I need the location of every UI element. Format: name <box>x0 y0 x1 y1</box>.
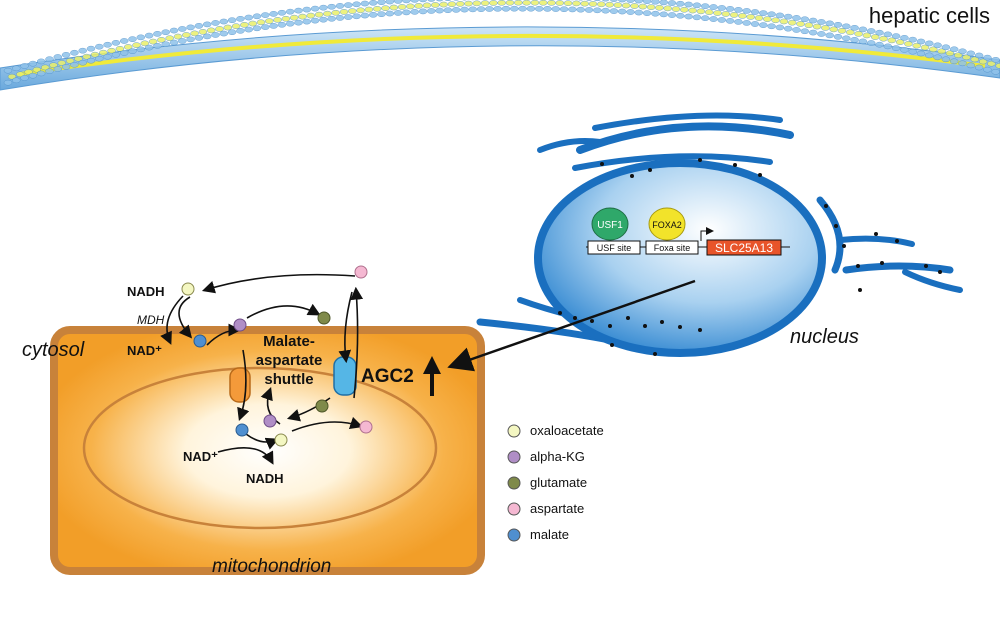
mitochondrion <box>50 326 485 575</box>
nad-top-label: NAD⁺ <box>127 343 162 358</box>
metabolite-glutamate-mito <box>315 399 329 413</box>
legend: oxaloacetate alpha-KG glutamate aspartate ma… <box>507 423 604 542</box>
metabolite-alpha-kg-top <box>233 318 247 332</box>
metabolite-aspartate-mito <box>359 420 373 434</box>
hepatic-cells-band <box>0 26 1000 91</box>
nadh-top-label: NADH <box>127 284 165 299</box>
metabolite-malate-top <box>193 334 207 348</box>
legend-swatch-malate <box>507 528 521 542</box>
metabolite-alpha-kg-mito <box>263 414 277 428</box>
mitochondrion-label: mitochondrion <box>212 556 331 577</box>
usf1-factor <box>591 207 629 241</box>
transporter-orange <box>229 367 251 403</box>
regulation-arrow <box>447 279 696 372</box>
mdh-label: MDH <box>137 313 165 327</box>
legend-swatch-oxaloacetate <box>507 424 521 438</box>
usf1-label: USF1 <box>597 220 623 231</box>
nad-bottom-label: NAD⁺ <box>183 449 218 464</box>
usf-site-label: USF site <box>597 243 632 253</box>
shuttle-label-3: shuttle <box>264 371 313 388</box>
foxa2-factor <box>648 207 686 241</box>
foxa-site-label: Foxa site <box>654 243 691 253</box>
agc2-transporter <box>333 356 357 396</box>
metabolite-aspartate-top <box>354 265 368 279</box>
legend-label-alpha-kg: alpha-KG <box>530 449 585 464</box>
ribosome-dots <box>558 158 942 356</box>
agc2-label: AGC2 <box>361 366 414 387</box>
legend-swatch-glutamate <box>507 476 521 490</box>
nucleus-label: nucleus <box>790 326 859 348</box>
metabolite-malate-mito <box>235 423 249 437</box>
legend-label-aspartate: aspartate <box>530 501 584 516</box>
legend-swatch-aspartate <box>507 502 521 516</box>
up-arrow-icon <box>423 356 441 396</box>
shuttle-arrows <box>160 273 364 465</box>
gene-construct <box>586 227 790 256</box>
shuttle-label-1: Malate- <box>263 333 315 350</box>
nucleus <box>534 159 826 357</box>
slc25a13-label: SLC25A13 <box>715 241 773 255</box>
metabolite-oxaloacetate-top <box>181 282 195 296</box>
metabolite-glutamate-top <box>317 311 331 325</box>
metabolite-oxaloacetate-mito <box>274 433 288 447</box>
shuttle-label-2: aspartate <box>256 352 323 369</box>
legend-label-malate: malate <box>530 527 569 542</box>
hepatic-cells-label: hepatic cells <box>869 3 990 28</box>
foxa2-label: FOXA2 <box>652 220 682 230</box>
legend-label-oxaloacetate: oxaloacetate <box>530 423 604 438</box>
nadh-bottom-label: NADH <box>246 471 284 486</box>
legend-label-glutamate: glutamate <box>530 475 587 490</box>
cytosol-label: cytosol <box>22 339 85 361</box>
hepatic-cells-texture <box>3 0 1000 86</box>
legend-swatch-alpha-kg <box>507 450 521 464</box>
